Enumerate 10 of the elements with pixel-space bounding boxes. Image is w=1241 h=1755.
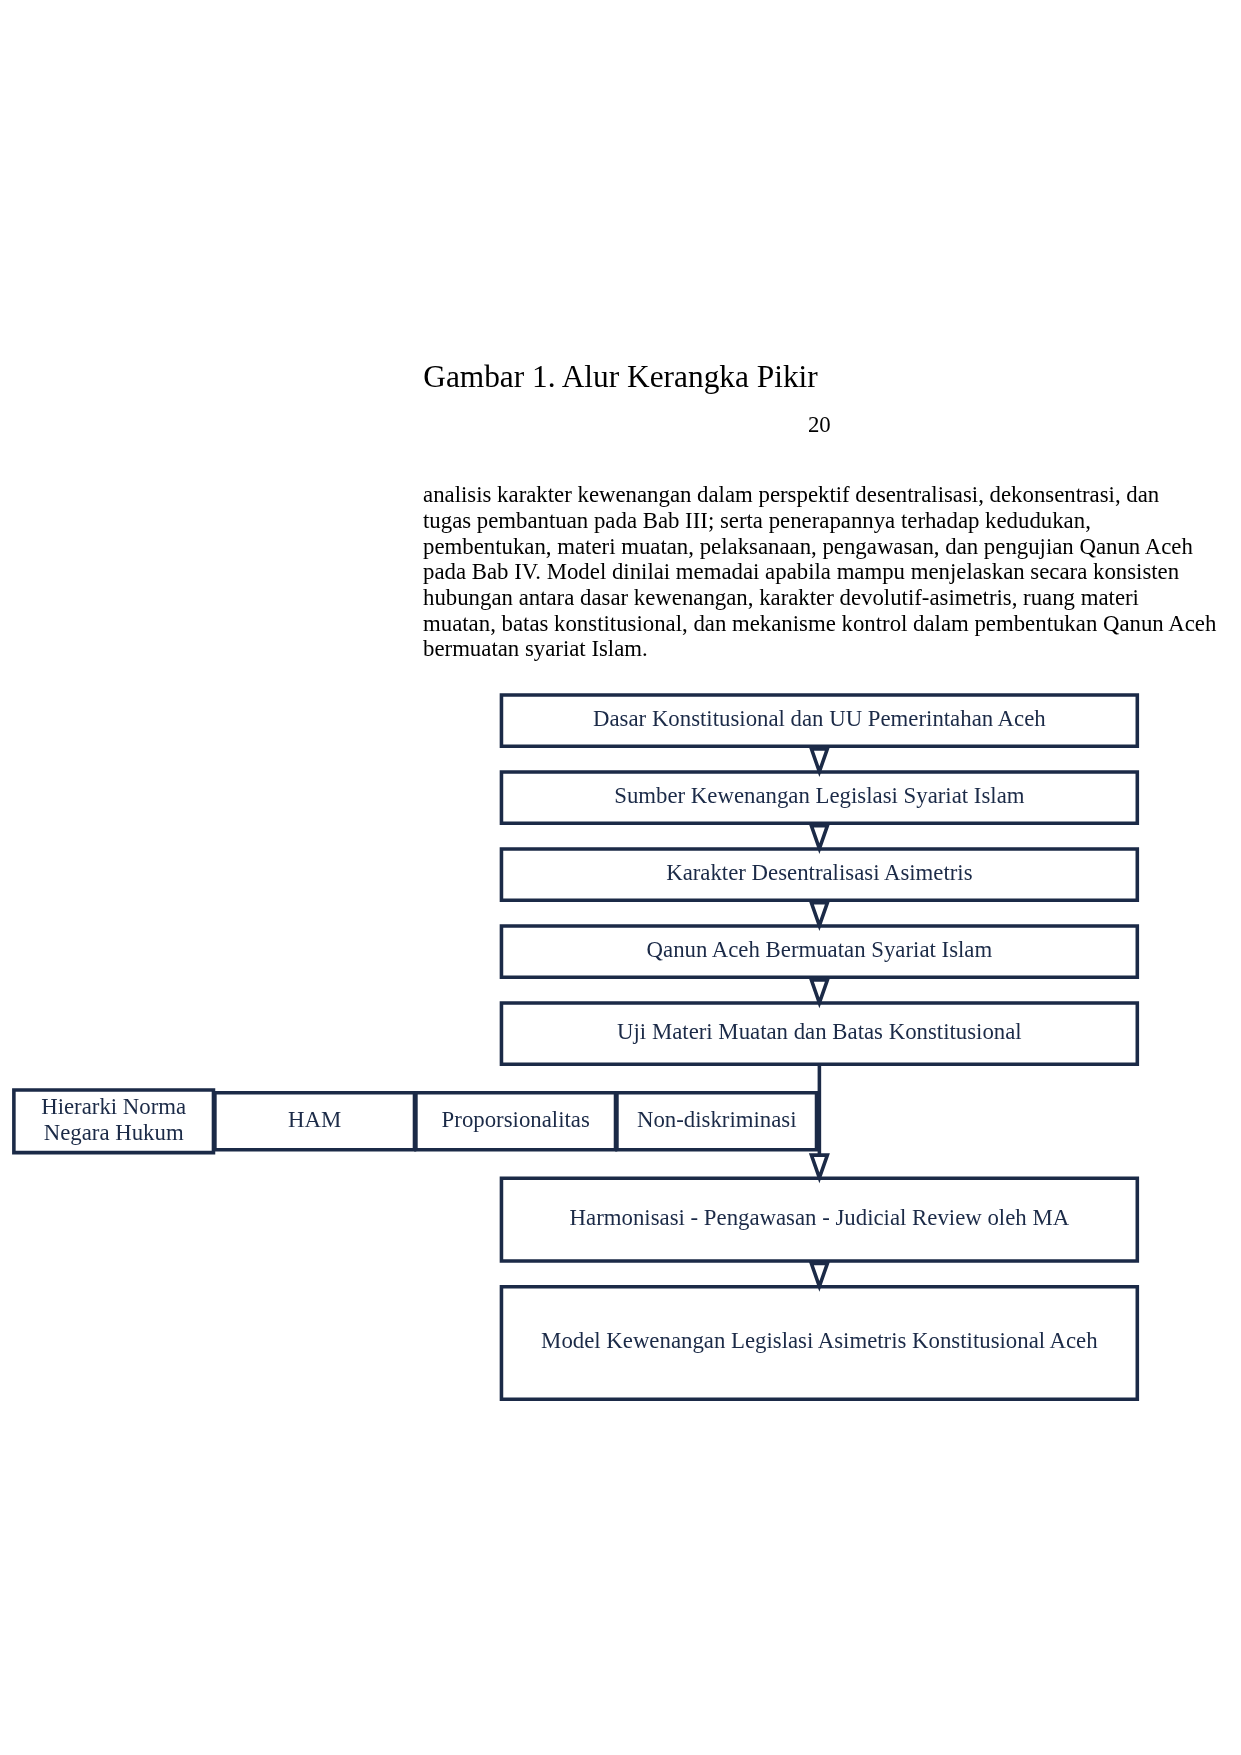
diagram-title: Gambar 1. Alur Kerangka Pikir	[423, 358, 818, 394]
node-box: Uji Materi Muatan dan Batas Konstitusional	[499, 1001, 1140, 1067]
node-box: Proporsionalitas	[414, 1091, 618, 1152]
label: 20	[807, 412, 831, 438]
node-box: Hierarki Norma Negara Hukum	[12, 1088, 216, 1155]
node-box: Model Kewenangan Legislasi Asimetris Konstitusional Aceh	[499, 1284, 1140, 1402]
label: analisis karakter kewenangan dalam perspektif desentralisasi, dekonsentrasi, dan tugas pembantuan pada Bab III; serta penerapannya terhadap kedudukan, pembentukan, materi muatan, pelaksanaan, pengawasan, dan pengujian Qanun Aceh pada Bab IV. Model dinilai memadai apabila mampu menjelaskan secara konsisten hubungan antara dasar kewenangan, karakter devolutif-asimetris, ruang materi muatan, batas konstitusional, dan mekanisme kontrol dalam pembentukan Qanun Aceh bermuatan syariat Islam.	[423, 482, 1217, 662]
node-box: HAM	[213, 1091, 417, 1152]
node-box: Non-diskriminasi	[615, 1091, 819, 1152]
arrow	[808, 1064, 830, 1184]
